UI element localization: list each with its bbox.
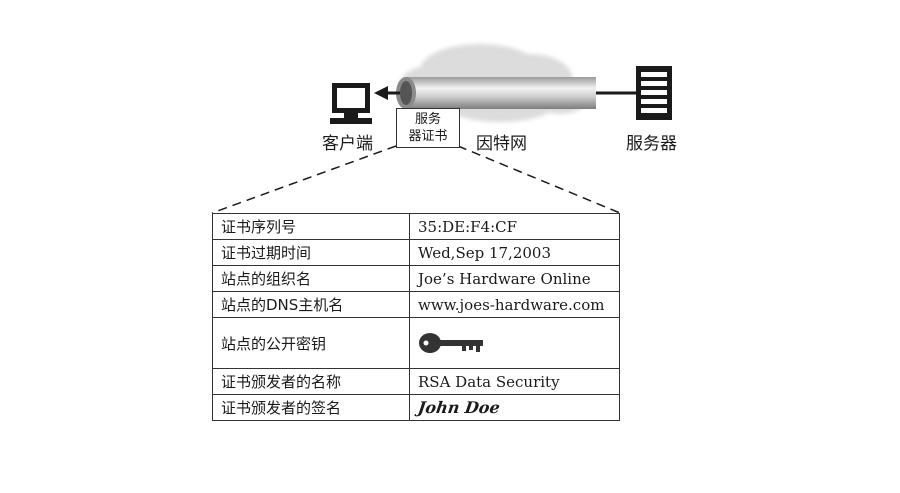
field-cell: 站点的组织名 — [212, 265, 410, 292]
certificate-table: 证书序列号 35:DE:F4:CF 证书过期时间 Wed,Sep 17,2003… — [212, 213, 620, 421]
server-certificate-box: 服务 器证书 — [396, 108, 460, 148]
computer-icon — [330, 83, 372, 124]
secure-tunnel — [396, 77, 596, 109]
field-cell: 证书颁发者的名称 — [212, 368, 410, 395]
value-cell: www.joes-hardware.com — [409, 291, 620, 318]
table-row: 证书过期时间 Wed,Sep 17,2003 — [212, 239, 620, 266]
dashed-guide-right — [457, 145, 621, 214]
field-cell: 证书颁发者的签名 — [212, 394, 410, 421]
field-cell: 站点的公开密钥 — [212, 317, 410, 369]
client-label: 客户端 — [322, 134, 373, 154]
dashed-guide-left — [211, 145, 397, 214]
table-row: 证书颁发者的名称 RSA Data Security — [212, 368, 620, 395]
field-cell: 证书过期时间 — [212, 239, 410, 266]
internet-label: 因特网 — [476, 134, 527, 154]
server-label: 服务器 — [626, 134, 677, 154]
value-cell: Joe’s Hardware Online — [409, 265, 620, 292]
value-cell: RSA Data Security — [409, 368, 620, 395]
cert-label-line1: 服务 — [414, 112, 441, 127]
value-cell: Wed,Sep 17,2003 — [409, 239, 620, 266]
server-icon — [636, 66, 672, 120]
signature: John Doe — [416, 398, 502, 417]
value-cell — [409, 317, 620, 369]
table-row: 站点的公开密钥 — [212, 317, 620, 369]
table-row: 站点的组织名 Joe’s Hardware Online — [212, 265, 620, 292]
table-row: 证书序列号 35:DE:F4:CF — [212, 213, 620, 240]
value-cell: John Doe — [409, 394, 620, 421]
field-cell: 站点的DNS主机名 — [212, 291, 410, 318]
key-icon — [419, 333, 483, 353]
field-cell: 证书序列号 — [212, 213, 410, 240]
value-cell: 35:DE:F4:CF — [409, 213, 620, 240]
table-row: 证书颁发者的签名 John Doe — [212, 394, 620, 421]
arrow-left-icon — [374, 86, 400, 100]
table-row: 站点的DNS主机名 www.joes-hardware.com — [212, 291, 620, 318]
cert-label-line2: 器证书 — [408, 129, 448, 144]
